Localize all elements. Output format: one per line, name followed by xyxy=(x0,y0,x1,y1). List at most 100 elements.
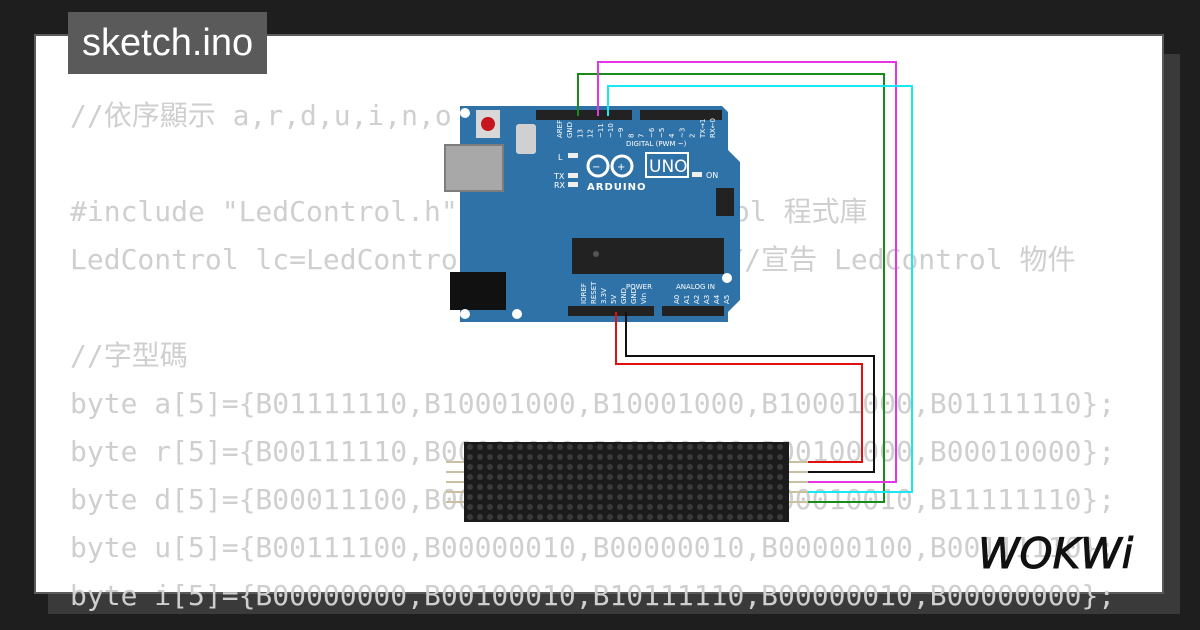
led-dot xyxy=(737,454,743,460)
led-dot xyxy=(537,464,543,470)
led-dot xyxy=(527,504,533,510)
led-dot xyxy=(627,484,633,490)
led-dot xyxy=(617,514,623,520)
usb-port xyxy=(444,144,504,192)
code-line: byte i[5]={B00000000,B00100010,B10111110… xyxy=(70,579,1116,612)
wire-green[interactable] xyxy=(577,73,885,503)
pin-label: TX→1 xyxy=(699,119,707,139)
led-dot xyxy=(657,514,663,520)
pin-label: RESET xyxy=(590,281,598,304)
pin-label: 12 xyxy=(587,129,595,138)
led-dot xyxy=(587,514,593,520)
reset-button[interactable] xyxy=(476,110,500,138)
pin-label: ~9 xyxy=(617,128,625,138)
led-dot xyxy=(617,484,623,490)
led-dot xyxy=(567,484,573,490)
wokwi-logo: WOKWi xyxy=(978,529,1135,579)
pin-label: AREF xyxy=(556,120,564,138)
led-dot xyxy=(627,494,633,500)
led-dot xyxy=(597,474,603,480)
led-dot xyxy=(487,474,493,480)
led-dot xyxy=(737,514,743,520)
led-dot xyxy=(647,494,653,500)
led-dot xyxy=(717,464,723,470)
led-dot xyxy=(567,504,573,510)
label-rx: RX xyxy=(554,181,566,190)
led-dot xyxy=(527,464,533,470)
led-dot xyxy=(487,444,493,450)
code-line: //依序顯示 a,r,d,u,i,n,o xyxy=(70,99,452,132)
led-dot xyxy=(777,474,783,480)
pin-label: 5V xyxy=(610,295,618,304)
power-jack xyxy=(450,272,506,310)
led-tx xyxy=(568,173,578,178)
label-l: L xyxy=(558,153,563,162)
led-dot xyxy=(727,504,733,510)
led-dot xyxy=(587,454,593,460)
led-dot xyxy=(467,484,473,490)
led-dot xyxy=(537,444,543,450)
pin-label: 3.3V xyxy=(600,288,608,304)
led-l xyxy=(568,153,578,158)
wire-black[interactable] xyxy=(625,312,875,473)
pin-label: A0 xyxy=(673,295,681,304)
led-dot xyxy=(687,504,693,510)
led-dot xyxy=(587,474,593,480)
led-dot xyxy=(557,494,563,500)
led-dot xyxy=(727,494,733,500)
led-dot xyxy=(737,474,743,480)
led-dot xyxy=(477,444,483,450)
led-dot xyxy=(497,464,503,470)
pin-label: ~11 xyxy=(597,123,605,138)
led-dot xyxy=(727,514,733,520)
led-dot xyxy=(627,514,633,520)
led-dot xyxy=(547,504,553,510)
led-dot xyxy=(537,474,543,480)
led-dot xyxy=(687,444,693,450)
led-dot xyxy=(477,464,483,470)
led-matrix[interactable] xyxy=(464,442,789,522)
wire-magenta[interactable] xyxy=(597,61,897,483)
led-dot xyxy=(757,514,763,520)
mount-hole xyxy=(460,309,470,319)
pin-label: A2 xyxy=(693,295,701,304)
power-label: POWER xyxy=(626,283,652,291)
led-dot xyxy=(597,484,603,490)
led-dot xyxy=(677,514,683,520)
led-dot xyxy=(687,494,693,500)
led-dot xyxy=(697,494,703,500)
led-dot xyxy=(657,494,663,500)
led-dot xyxy=(767,454,773,460)
wire-cyan[interactable] xyxy=(607,85,913,493)
led-dot xyxy=(687,454,693,460)
led-dot xyxy=(647,444,653,450)
led-dot xyxy=(477,514,483,520)
led-dot xyxy=(597,494,603,500)
arduino-uno-board[interactable]: L TX RX ON − + UNO ARDUINO DIGITAL (PWM … xyxy=(444,106,740,322)
led-dot xyxy=(537,514,543,520)
led-dot xyxy=(687,514,693,520)
pin-label: 4 xyxy=(668,133,676,138)
led-dot xyxy=(777,484,783,490)
led-dot xyxy=(507,474,513,480)
pin-label: GND xyxy=(630,288,638,304)
led-dot xyxy=(627,504,633,510)
wire-red[interactable] xyxy=(615,312,863,463)
led-dot xyxy=(757,484,763,490)
led-dot xyxy=(707,444,713,450)
led-dot xyxy=(737,464,743,470)
code-line: //字型碼 xyxy=(70,339,188,372)
pin-label: RX←0 xyxy=(709,118,717,138)
led-dot xyxy=(487,464,493,470)
digital-header-a xyxy=(536,110,632,120)
led-dot xyxy=(707,464,713,470)
led-dot xyxy=(717,454,723,460)
led-dot xyxy=(627,454,633,460)
led-dot xyxy=(607,494,613,500)
led-dot xyxy=(597,504,603,510)
led-dot xyxy=(477,484,483,490)
led-dot xyxy=(507,514,513,520)
led-dot xyxy=(547,474,553,480)
led-dot xyxy=(747,504,753,510)
